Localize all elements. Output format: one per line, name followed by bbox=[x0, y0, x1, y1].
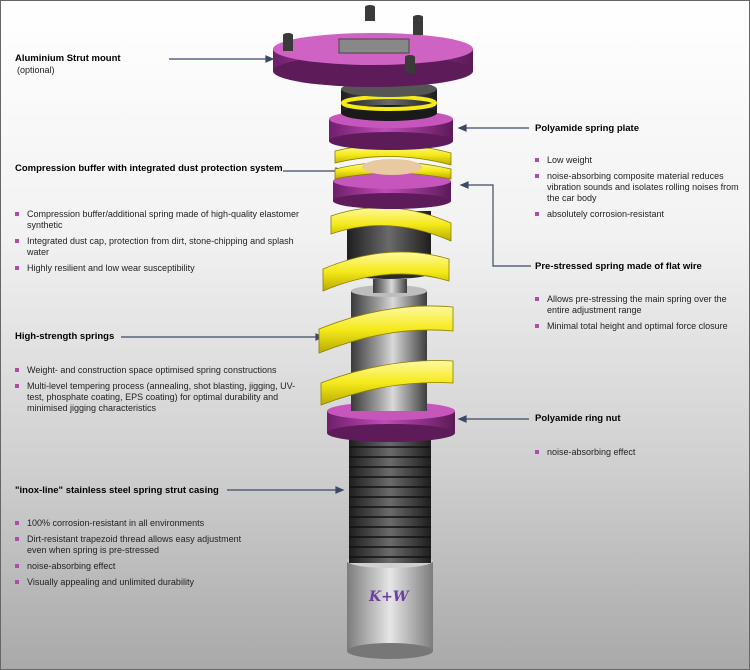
bullet-icon bbox=[15, 580, 19, 584]
bullet-text: noise-absorbing effect bbox=[27, 561, 116, 571]
bullet-text: absolutely corrosion-resistant bbox=[547, 209, 665, 219]
leader-flatwire bbox=[461, 184, 531, 267]
bullet-icon bbox=[535, 297, 539, 301]
arrowhead-ringnut bbox=[457, 415, 467, 423]
strut-casing bbox=[347, 437, 433, 659]
bullet-icon bbox=[15, 384, 19, 388]
bullet-item: noise-absorbing effect bbox=[15, 561, 255, 572]
bullet-text: Multi-level tempering process (annealing… bbox=[27, 381, 296, 413]
main-spring bbox=[318, 207, 454, 406]
list-polyamide-plate: Low weight noise-absorbing composite mat… bbox=[535, 155, 745, 225]
bullet-text: noise-absorbing effect bbox=[547, 447, 636, 457]
bullet-item: noise-absorbing effect bbox=[535, 447, 735, 458]
bullet-text: 100% corrosion-resistant in all environm… bbox=[27, 518, 205, 528]
bullet-text: Highly resilient and low wear susceptibi… bbox=[27, 263, 195, 273]
bullet-text: Visually appealing and unlimited durabil… bbox=[27, 577, 194, 587]
arrowhead-plate bbox=[457, 124, 467, 132]
polyamide-spring-plate bbox=[329, 110, 453, 209]
bullet-icon bbox=[15, 239, 19, 243]
aluminium-strut-mount bbox=[273, 5, 473, 87]
label-polyamide-plate: Polyamide spring plate bbox=[535, 123, 639, 134]
bullet-icon bbox=[15, 212, 19, 216]
bullet-item: Low weight bbox=[535, 155, 745, 166]
list-flat-wire-spring: Allows pre-stressing the main spring ove… bbox=[535, 294, 747, 337]
bullet-item: Visually appealing and unlimited durabil… bbox=[15, 577, 255, 588]
upper-bearing bbox=[341, 81, 437, 121]
bullet-text: noise-absorbing composite material reduc… bbox=[547, 171, 739, 203]
arrowhead-flatwire bbox=[459, 181, 469, 189]
bullet-icon bbox=[15, 564, 19, 568]
bullet-item: Dirt-resistant trapezoid thread allows e… bbox=[15, 534, 255, 556]
bullet-icon bbox=[535, 450, 539, 454]
bullet-text: Compression buffer/additional spring mad… bbox=[27, 209, 299, 230]
bullet-icon bbox=[535, 324, 539, 328]
label-compression-buffer: Compression buffer with integrated dust … bbox=[15, 163, 283, 174]
bullet-icon bbox=[15, 537, 19, 541]
bullet-item: Allows pre-stressing the main spring ove… bbox=[535, 294, 747, 316]
bullet-icon bbox=[15, 368, 19, 372]
bullet-item: Integrated dust cap, protection from dir… bbox=[15, 236, 305, 258]
label-aluminium-mount: Aluminium Strut mount bbox=[15, 53, 121, 64]
list-inox-line: 100% corrosion-resistant in all environm… bbox=[15, 518, 255, 593]
list-compression-buffer: Compression buffer/additional spring mad… bbox=[15, 209, 305, 279]
bullet-text: Dirt-resistant trapezoid thread allows e… bbox=[27, 534, 242, 555]
label-flat-wire-spring: Pre-stressed spring made of flat wire bbox=[535, 261, 702, 272]
bullet-icon bbox=[535, 212, 539, 216]
label-ring-nut: Polyamide ring nut bbox=[535, 413, 621, 424]
bullet-item: Compression buffer/additional spring mad… bbox=[15, 209, 305, 231]
bullet-icon bbox=[15, 266, 19, 270]
bullet-item: Highly resilient and low wear susceptibi… bbox=[15, 263, 305, 274]
arrowhead-casing bbox=[335, 486, 345, 494]
bullet-item: 100% corrosion-resistant in all environm… bbox=[15, 518, 255, 529]
bullet-text: Integrated dust cap, protection from dir… bbox=[27, 236, 294, 257]
bullet-item: Multi-level tempering process (annealing… bbox=[15, 381, 305, 414]
list-high-strength-springs: Weight- and construction space optimised… bbox=[15, 365, 305, 419]
bullet-text: Weight- and construction space optimised… bbox=[27, 365, 277, 375]
bullet-icon bbox=[535, 158, 539, 162]
bullet-item: noise-absorbing composite material reduc… bbox=[535, 171, 745, 204]
bullet-text: Allows pre-stressing the main spring ove… bbox=[547, 294, 727, 315]
label-inox-line: "inox-line" stainless steel spring strut… bbox=[15, 485, 219, 496]
arrowhead-mount bbox=[265, 55, 275, 63]
bullet-item: Weight- and construction space optimised… bbox=[15, 365, 305, 376]
bullet-icon bbox=[15, 521, 19, 525]
bullet-text: Low weight bbox=[547, 155, 593, 165]
label-aluminium-mount-sub: (optional) bbox=[17, 65, 55, 75]
label-high-strength-springs: High-strength springs bbox=[15, 331, 115, 342]
kw-logo: K+W bbox=[369, 589, 409, 605]
bullet-item: Minimal total height and optimal force c… bbox=[535, 321, 747, 332]
list-ring-nut: noise-absorbing effect bbox=[535, 447, 735, 463]
bullet-text: Minimal total height and optimal force c… bbox=[547, 321, 728, 331]
bullet-item: absolutely corrosion-resistant bbox=[535, 209, 745, 220]
bullet-icon bbox=[535, 174, 539, 178]
